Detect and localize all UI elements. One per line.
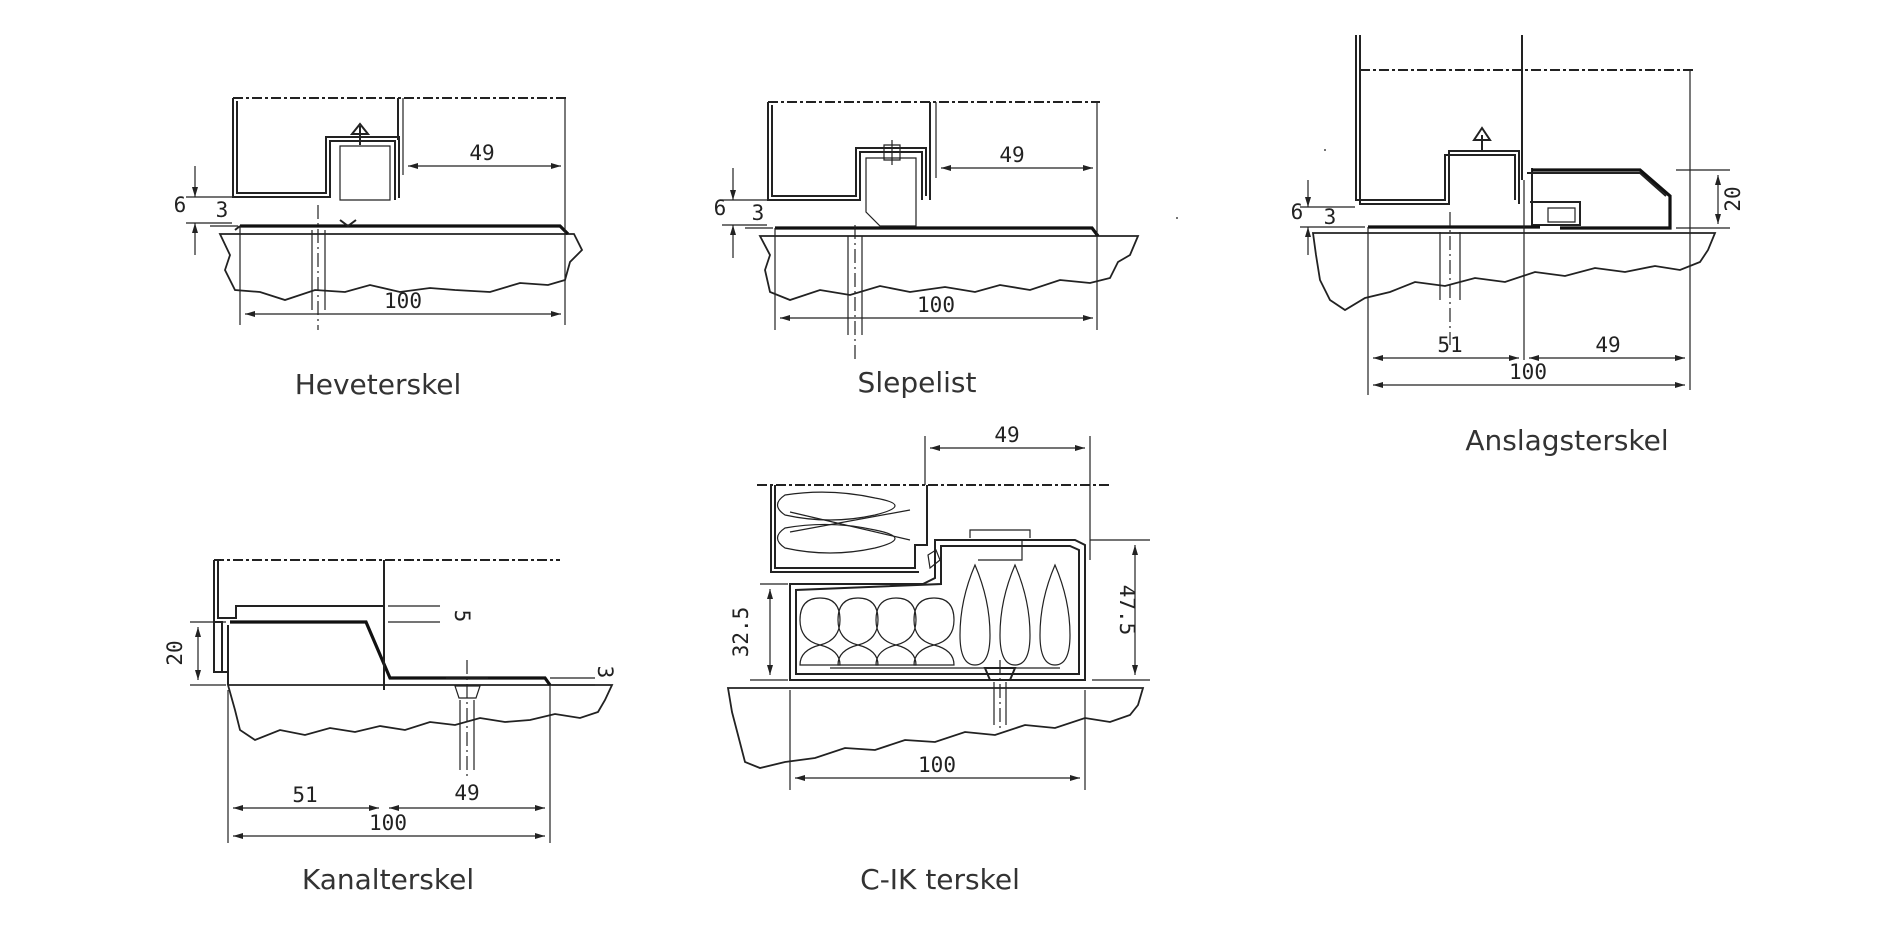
svg-text:3: 3	[216, 198, 229, 222]
svg-text:51: 51	[1437, 333, 1462, 357]
svg-text:49: 49	[469, 141, 494, 165]
svg-text:3: 3	[752, 201, 765, 225]
svg-text:49: 49	[994, 423, 1019, 447]
caption-c-ik-terskel: C-IK terskel	[860, 863, 1020, 896]
svg-text:100: 100	[384, 289, 422, 313]
svg-text:100: 100	[918, 753, 956, 777]
svg-text:47.5: 47.5	[1115, 585, 1139, 636]
detail-kanalterskel: 5 20 3 51 49 100	[163, 559, 617, 843]
svg-text:49: 49	[999, 143, 1024, 167]
caption-kanalterskel: Kanalterskel	[301, 863, 475, 896]
detail-slepelist: 49 100 6 3	[714, 101, 1140, 360]
detail-c-ik-terskel: 49 32.5 47.5 100	[726, 423, 1150, 790]
detail-anslagsterskel: 20 6 3 51 49 100	[1176, 35, 1745, 395]
svg-text:51: 51	[292, 783, 317, 807]
detail-heveterskel: 49 100 6 3	[174, 97, 584, 330]
svg-text:6: 6	[174, 193, 187, 217]
svg-text:49: 49	[454, 781, 479, 805]
caption-anslagsterskel: Anslagsterskel	[1465, 424, 1669, 457]
svg-text:6: 6	[714, 196, 727, 220]
caption-heveterskel: Heveterskel	[294, 368, 462, 401]
svg-text:20: 20	[1721, 186, 1745, 211]
svg-text:100: 100	[369, 811, 407, 835]
svg-text:6: 6	[1291, 200, 1304, 224]
svg-text:49: 49	[1595, 333, 1620, 357]
caption-slepelist: Slepelist	[857, 366, 977, 399]
svg-text:32.5: 32.5	[729, 607, 753, 658]
svg-text:3: 3	[593, 666, 617, 679]
svg-text:3: 3	[1324, 205, 1337, 229]
svg-text:20: 20	[163, 640, 187, 665]
svg-text:100: 100	[1509, 360, 1547, 384]
svg-text:100: 100	[917, 293, 955, 317]
svg-text:5: 5	[450, 610, 474, 623]
